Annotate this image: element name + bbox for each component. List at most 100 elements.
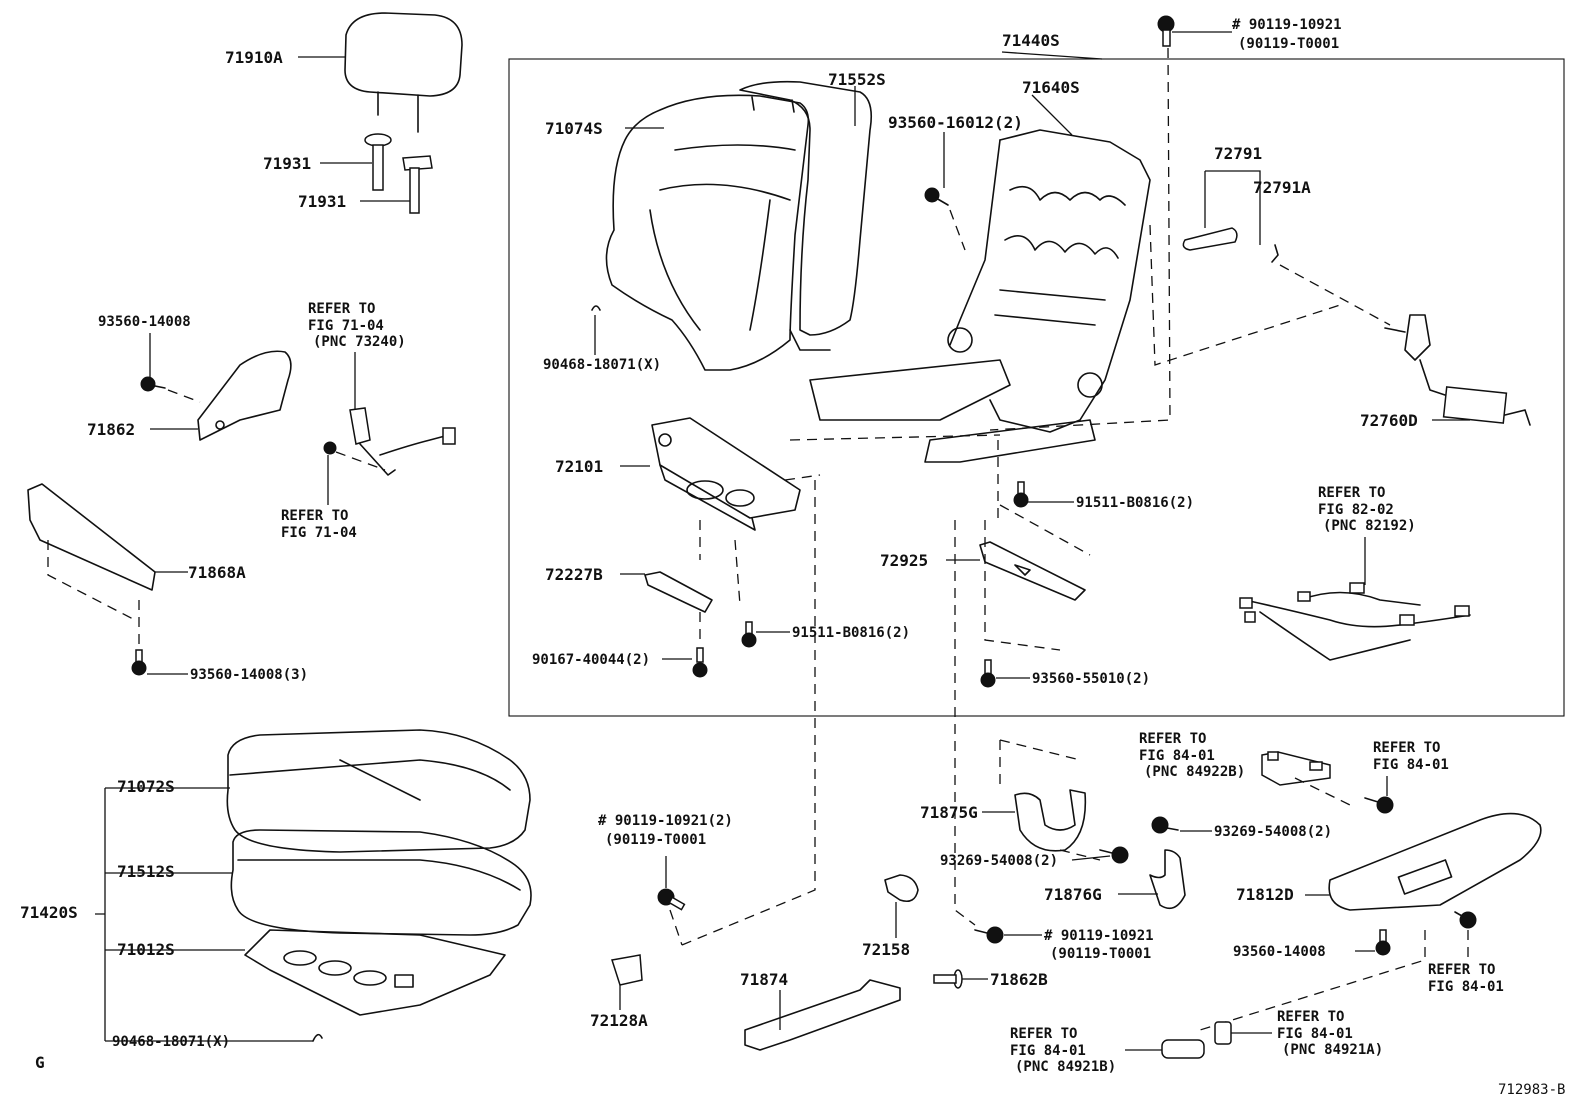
label-screw-shield: 93560-14008 <box>98 314 191 330</box>
frame-group-leader <box>1001 51 1103 60</box>
label-back-frame: 71640S <box>1022 78 1080 97</box>
label-refer-wire-title: REFER TO <box>1318 485 1385 501</box>
screw-shield3-icon <box>131 649 147 676</box>
nut-90167-icon <box>692 647 708 678</box>
label-screw-93269a: 93269-54008(2) <box>940 853 1058 869</box>
label-lumbar-91: 72791 <box>1214 144 1262 163</box>
label-bolt-mid: # 90119-10921(2) <box>598 813 733 829</box>
headrest-support-part <box>364 133 433 214</box>
label-image-code: 712983-B <box>1498 1082 1565 1098</box>
label-shield-outer: 71812D <box>1236 885 1294 904</box>
belt-buckle-part <box>323 407 456 476</box>
bolt-mid-dash <box>669 909 683 946</box>
label-cushion-pad: 71512S <box>117 862 175 881</box>
bolt-top-icon <box>1157 15 1175 47</box>
label-bolt-low-alt: (90119-T0001 <box>1050 946 1151 962</box>
label-refer-switch-pnc: (PNC 84922B) <box>1144 764 1245 780</box>
adjuster-dash-1 <box>789 434 1001 441</box>
label-nut-90167: 90167-40044(2) <box>532 652 650 668</box>
label-adjuster: 72101 <box>555 457 603 476</box>
lumbar-leader <box>1204 170 1261 245</box>
label-shield-inner-b: 71862B <box>990 970 1048 989</box>
seatback-spring-part <box>739 80 873 351</box>
lumbar-motor-part <box>1384 314 1531 426</box>
wire-harness-part <box>1239 582 1471 661</box>
bolt-top-dash <box>989 47 1171 431</box>
screw-93269b-icon <box>1151 816 1179 834</box>
screw-55010-icon <box>980 659 996 688</box>
switch-dash <box>1294 777 1351 806</box>
knob-84921a-part <box>1214 1021 1232 1045</box>
cover-71876-part <box>1149 849 1186 910</box>
label-refer-belt2-title: REFER TO <box>281 508 348 524</box>
hog-ring-back-icon <box>591 305 601 311</box>
shield-inner-part <box>197 350 292 441</box>
label-bolt-top-alt: (90119-T0001 <box>1238 36 1339 52</box>
label-hog-ring-cushion: 90468-18071(X) <box>112 1034 230 1050</box>
bracket-72227-part <box>644 571 713 613</box>
bolt-91511a-icon <box>1013 481 1029 508</box>
hog-ring-cushion-icon <box>312 1033 323 1042</box>
label-refer-knob-title: REFER TO <box>1010 1026 1077 1042</box>
label-cover-71876: 71876G <box>1044 885 1102 904</box>
label-screw-shield-3: 93560-14008(3) <box>190 667 308 683</box>
screw-back-dash <box>949 209 966 251</box>
label-headrest: 71910A <box>225 48 283 67</box>
cover-71875-dash <box>999 739 1081 761</box>
shield-knob-dash <box>1199 930 1426 1031</box>
screw-93269a-icon <box>1099 846 1129 864</box>
screw-shield-outer2-icon <box>1454 911 1477 929</box>
bracket-72925-dash-2 <box>984 520 1061 651</box>
label-refer-shield-title: REFER TO <box>1428 962 1495 978</box>
label-lumbar-motor: 72760D <box>1360 411 1418 430</box>
bolt-low-icon <box>974 926 1004 944</box>
label-cushion-cover: 71072S <box>117 777 175 796</box>
label-corner-mark: G <box>35 1053 45 1072</box>
label-clip-72158: 72158 <box>862 940 910 959</box>
belt-dash <box>335 451 386 471</box>
label-refer-knob-pnc: (PNC 84921B) <box>1015 1059 1116 1075</box>
lumbar-frame-dash <box>1149 224 1341 366</box>
label-bracket-72227: 72227B <box>545 565 603 584</box>
screw-93269a-leader <box>1071 855 1111 861</box>
cover-71875-dash-3 <box>1059 849 1101 861</box>
seatback-cover-part <box>605 94 810 371</box>
label-refer-knob-fig: FIG 84-01 <box>1010 1043 1086 1059</box>
label-cover-72128: 72128A <box>590 1011 648 1030</box>
label-refer-wire-pnc: (PNC 82192) <box>1323 518 1416 534</box>
label-bolt-91511a: 91511-B0816(2) <box>1076 495 1194 511</box>
lumbar-lever-part <box>1182 227 1279 263</box>
label-screw-93269b: 93269-54008(2) <box>1214 824 1332 840</box>
screw-shield-dash <box>167 389 201 403</box>
label-refer-switch2-title: REFER TO <box>1373 740 1440 756</box>
frame-group-box <box>508 58 1565 717</box>
adjuster-part <box>651 417 801 531</box>
label-refer-knob2-title: REFER TO <box>1277 1009 1344 1025</box>
label-refer-belt-fig: FIG 71-04 <box>308 318 384 334</box>
label-bolt-top: # 90119-10921 <box>1232 17 1342 33</box>
label-headrest-support-2: 71931 <box>298 192 346 211</box>
label-screw-shield-outer: 93560-14008 <box>1233 944 1326 960</box>
label-frame-group: 71440S <box>1002 31 1060 50</box>
bolt-91511b-icon <box>741 621 757 648</box>
screw-switch-icon <box>1364 796 1394 814</box>
bracket-72925-dash-3 <box>999 504 1091 556</box>
label-cover-71874: 71874 <box>740 970 788 989</box>
label-refer-belt2-fig: FIG 71-04 <box>281 525 357 541</box>
cushion-frame-part <box>244 929 506 1016</box>
clip-72158-part <box>884 874 919 903</box>
lumbar-dash <box>1279 264 1391 326</box>
seatback-frame-part <box>809 129 1151 463</box>
label-refer-shield-fig: FIG 84-01 <box>1428 979 1504 995</box>
label-refer-belt-pnc: (PNC 73240) <box>313 334 406 350</box>
screw-shield-outer-icon <box>1375 929 1391 956</box>
pin-71862b-icon <box>933 969 963 989</box>
label-back-cover: 71074S <box>545 119 603 138</box>
label-cover-front: 71868A <box>188 563 246 582</box>
adjuster-dash-3 <box>681 480 816 946</box>
label-shield-inner: 71862 <box>87 420 135 439</box>
bolt-low-dash <box>954 690 976 926</box>
shield-outer-part <box>1328 812 1542 911</box>
label-hog-ring-back: 90468-18071(X) <box>543 357 661 373</box>
